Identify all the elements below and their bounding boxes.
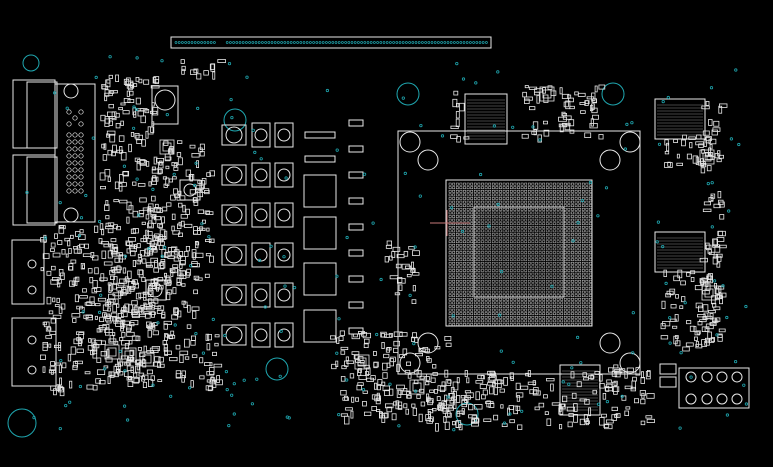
smd-components bbox=[40, 59, 728, 432]
vias bbox=[25, 55, 749, 432]
power-connector bbox=[659, 363, 750, 409]
display-connectors bbox=[11, 79, 96, 387]
memory-chips bbox=[464, 93, 706, 416]
mounting-holes bbox=[7, 54, 625, 438]
edge-connector bbox=[170, 36, 492, 49]
